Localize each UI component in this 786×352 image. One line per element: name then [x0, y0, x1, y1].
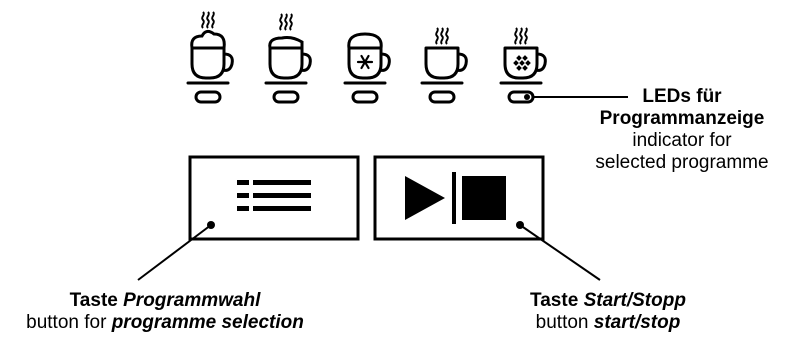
cleaning-icon	[499, 27, 547, 85]
leds-title-line1: LEDs für	[642, 86, 722, 107]
led-indicator	[428, 90, 456, 104]
start-stop-de-name: Start/Stopp	[583, 290, 686, 311]
leds-en-line1: indicator for	[632, 130, 732, 151]
programme-button-en-name: programme selection	[111, 312, 304, 333]
led-indicator	[194, 90, 222, 104]
programme-button-de-name: Programmwahl	[123, 290, 261, 311]
coffee-foam-icon	[186, 11, 234, 85]
programme-button-en-prefix: button for	[26, 312, 112, 333]
coffee-milk-icon	[264, 13, 312, 85]
play-stop-icon	[405, 172, 506, 224]
start-stop-en-name: start/stop	[593, 312, 681, 333]
led-indicator	[272, 90, 300, 104]
led-indicator	[351, 90, 379, 104]
led-indicator-selected	[507, 90, 535, 104]
start-stop-button[interactable]	[373, 155, 545, 241]
list-icon	[237, 180, 311, 211]
leds-label: LEDs für Programmanzeige indicator for s…	[580, 86, 784, 174]
cold-drink-icon	[343, 32, 391, 85]
programme-button-de-prefix: Taste	[69, 290, 124, 311]
plain-coffee-icon	[420, 27, 468, 85]
start-stop-de-prefix: Taste	[530, 290, 584, 311]
leds-en-line2: selected programme	[595, 152, 769, 173]
leds-title-line2: Programmanzeige	[599, 108, 765, 129]
programme-button-label: Taste Programmwahl button for programme …	[20, 290, 310, 334]
start-stop-en-prefix: button	[535, 312, 594, 333]
programme-select-button[interactable]	[188, 155, 360, 241]
programme-button-leader-line	[137, 224, 212, 281]
start-stop-leader-line	[519, 224, 601, 281]
start-stop-button-label: Taste Start/Stopp button start/stop	[498, 290, 718, 334]
